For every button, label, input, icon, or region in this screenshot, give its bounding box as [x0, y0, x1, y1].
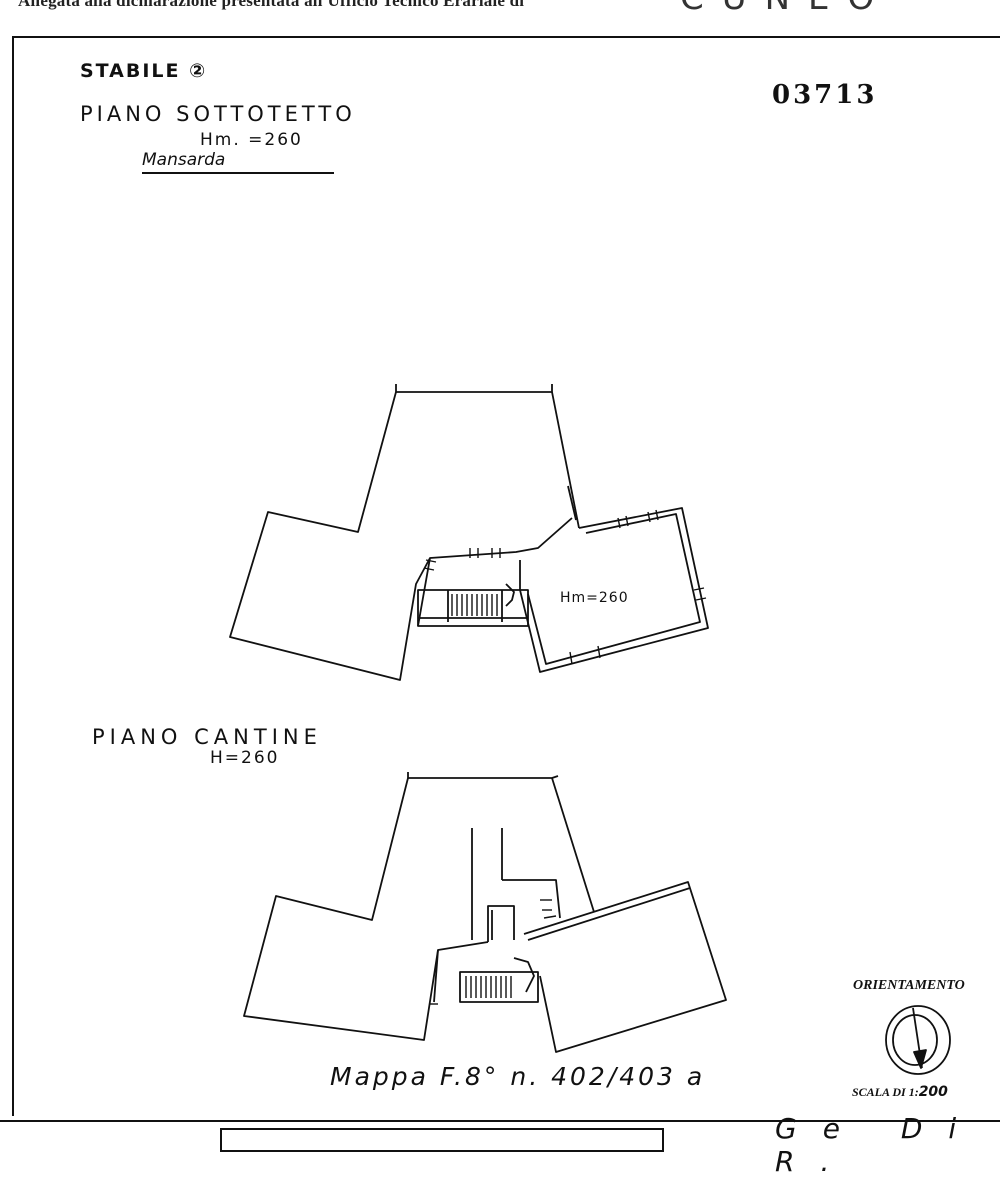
floor-plans — [229, 384, 951, 1075]
compass-icon — [885, 1005, 951, 1075]
sottotetto-title: PIANO SOTTOTETTO — [80, 102, 356, 126]
mappa-label: Mappa F.8° n. 402/403 a — [330, 1062, 706, 1091]
stabile-label: STABILE ② — [80, 60, 208, 82]
sottotetto-plan — [229, 384, 709, 681]
signature: Ge Di R. — [775, 1112, 983, 1178]
scale-label: SCALA DI 1:200 — [852, 1084, 948, 1100]
sottotetto-use: Mansarda — [142, 150, 226, 170]
scale-prefix: SCALA DI 1: — [852, 1085, 919, 1099]
orientamento-label: ORIENTAMENTO — [853, 978, 965, 993]
cantine-title: PIANO CANTINE — [92, 725, 322, 749]
underline — [142, 172, 334, 174]
header-strip: Allegata alla dichiarazione presentata a… — [0, 0, 1000, 30]
drawing-frame — [12, 36, 1000, 1116]
sottotetto-height: Hm. =260 — [200, 130, 303, 150]
document-number: 03713 — [772, 80, 878, 110]
cantine-height: H=260 — [210, 748, 280, 768]
header-text: Allegata alla dichiarazione presentata a… — [18, 0, 525, 10]
scale-value: 200 — [918, 1084, 948, 1100]
header-stamp: CUNEO — [680, 0, 892, 18]
cantine-plan — [243, 772, 727, 1053]
footer-rule — [0, 1120, 1000, 1122]
footer-box — [220, 1128, 664, 1152]
room-height-label: Hm=260 — [560, 590, 629, 606]
